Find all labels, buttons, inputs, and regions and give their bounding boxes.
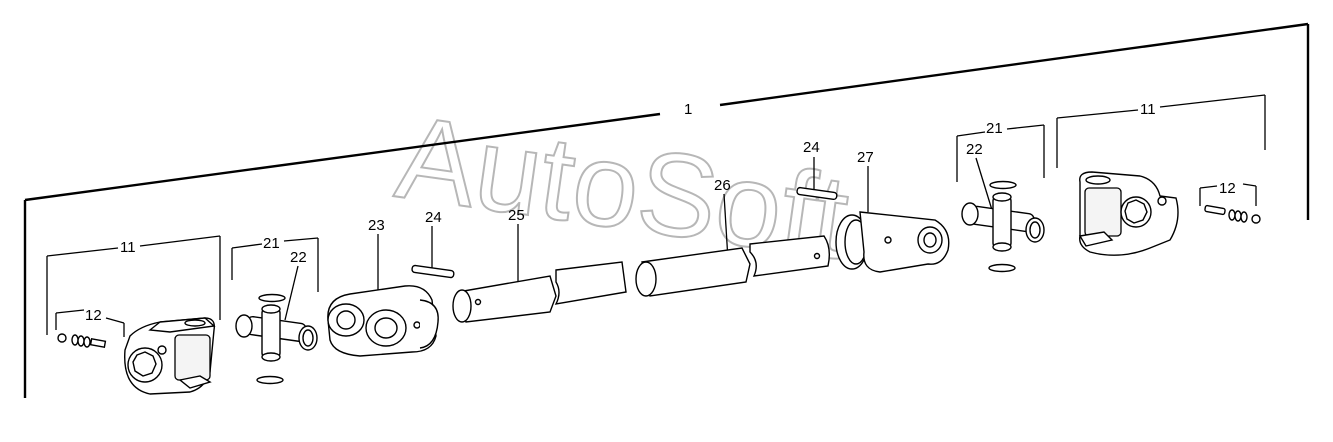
label-cross-left: 22 — [290, 249, 307, 266]
label-pin-right: 24 — [803, 139, 820, 156]
pin-left — [411, 264, 455, 279]
bracket-cross-kit-right — [956, 124, 1045, 182]
leader-cross-right — [975, 157, 993, 211]
shield-yoke — [835, 211, 950, 273]
label-outer-tube: 26 — [714, 177, 731, 194]
yoke-left — [124, 317, 216, 395]
label-assembly: 1 — [684, 101, 692, 118]
cross-left — [235, 293, 318, 385]
label-small-parts-left: 12 — [85, 307, 102, 324]
bracket-yoke-left — [46, 235, 221, 335]
bracket-small-parts-left — [55, 309, 125, 337]
label-shield-yoke: 27 — [857, 149, 874, 166]
grease-nipple-right — [1204, 204, 1261, 224]
label-clamp-yoke: 23 — [368, 217, 385, 234]
cross-right — [961, 180, 1045, 273]
label-cross-kit-left: 21 — [263, 235, 280, 252]
label-cross-kit-right: 21 — [986, 120, 1003, 137]
assembly-frame — [23, 22, 1310, 398]
clamp-yoke — [327, 285, 439, 357]
yoke-right — [1078, 171, 1179, 256]
grease-nipple-left — [57, 333, 107, 348]
leader-outer-tube — [723, 193, 729, 261]
label-cross-right: 22 — [966, 141, 983, 158]
label-pin-left: 24 — [425, 209, 442, 226]
pin-right — [796, 186, 838, 201]
label-yoke-left: 11 — [120, 239, 136, 256]
inner-tube — [452, 261, 627, 323]
bracket-yoke-right — [1056, 94, 1266, 168]
bracket-cross-kit-left — [231, 237, 319, 292]
label-small-parts-right: 12 — [1219, 180, 1236, 197]
leader-cross-left — [284, 265, 299, 321]
label-inner-tube: 25 — [508, 207, 525, 224]
label-yoke-right: 11 — [1140, 101, 1156, 118]
bracket-small-parts-right — [1199, 183, 1257, 206]
outer-tube — [635, 235, 831, 297]
